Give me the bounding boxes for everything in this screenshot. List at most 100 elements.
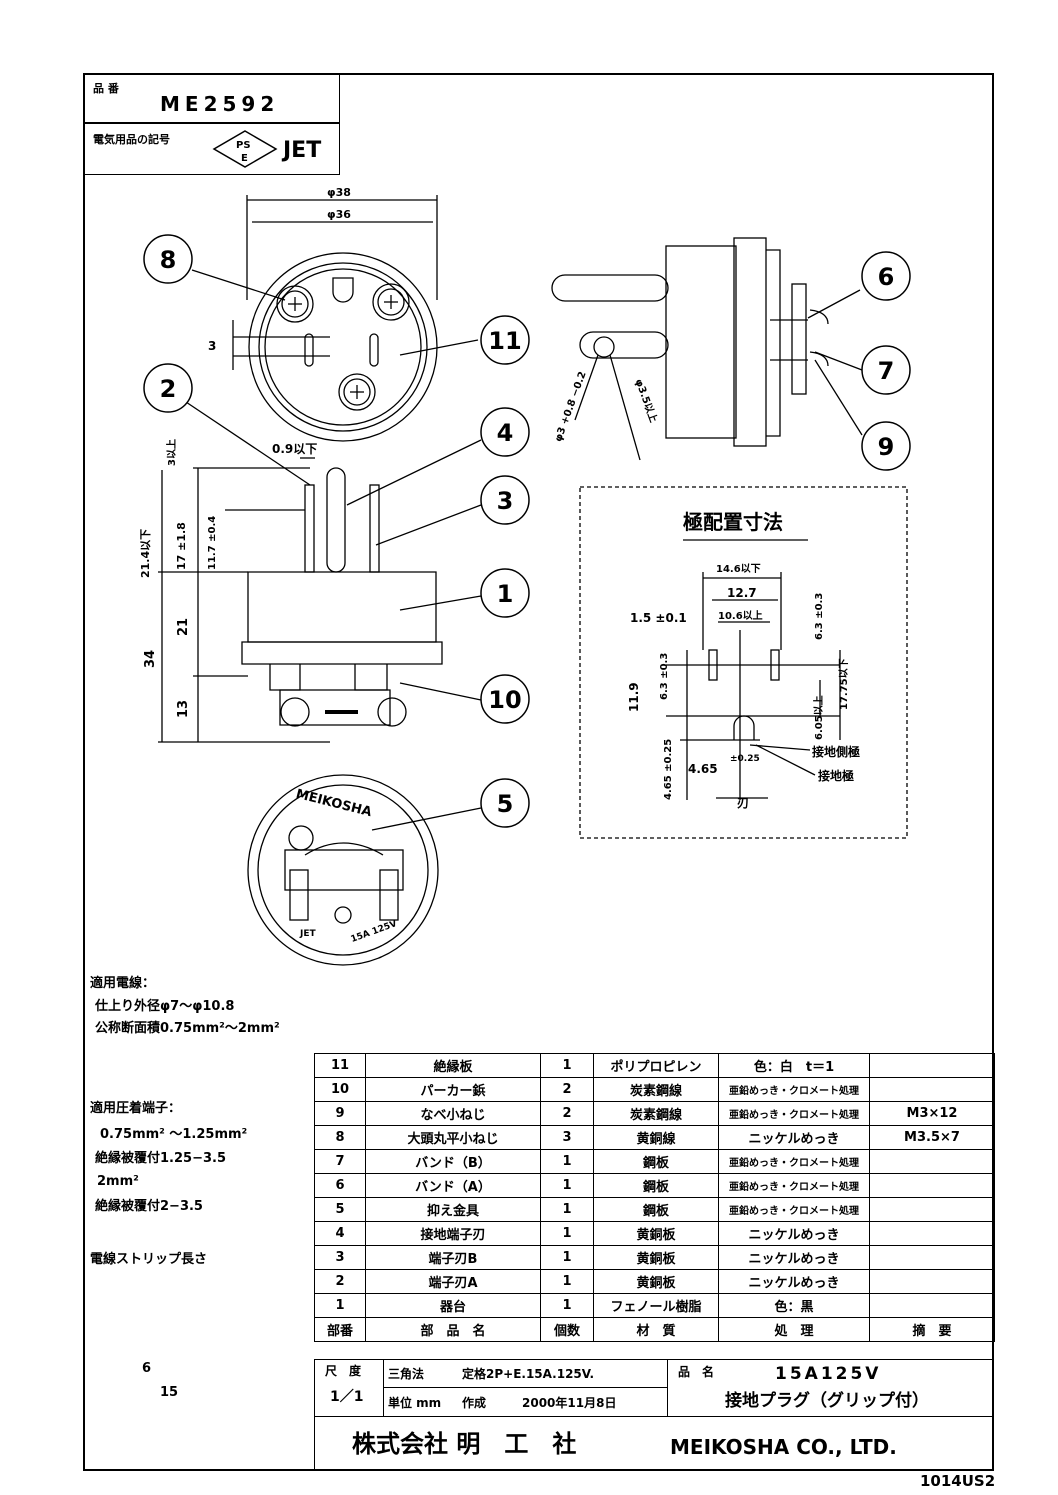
table-header-no: 部番 [314, 1317, 366, 1342]
table-header-material: 材 質 [593, 1317, 719, 1342]
table-cell-qty: 1 [540, 1053, 594, 1078]
table-cell-no: 4 [314, 1221, 366, 1246]
callout-2: 2 [143, 363, 193, 413]
screw-icon [372, 283, 410, 321]
table-cell-name: 接地端子刃 [365, 1221, 541, 1246]
dim-465-vert: 4.65 ±0.25 [663, 738, 674, 800]
table-cell-no: 6 [314, 1173, 366, 1198]
svg-text:E: E [241, 153, 248, 164]
table-cell-material: 黄銅線 [593, 1125, 719, 1150]
dim-hmax: 21.4以下 [139, 528, 152, 578]
jet-mark: JET [283, 138, 322, 163]
label-ground-pole: 接地極 [818, 769, 855, 783]
table-cell-name: 抑え金具 [365, 1197, 541, 1222]
table-cell-no: 11 [314, 1053, 366, 1078]
table-cell-remarks [869, 1053, 995, 1078]
svg-text:2: 2 [160, 375, 177, 403]
dim-w09: 0.9以下 [272, 442, 318, 456]
table-cell-qty: 1 [540, 1245, 594, 1270]
table-cell-material: フェノール樹脂 [593, 1293, 719, 1318]
callout-3: 3 [480, 475, 530, 525]
table-cell-no: 7 [314, 1149, 366, 1174]
table-cell-remarks: M3.5×7 [869, 1125, 995, 1150]
part-number-label: 品 番 [93, 82, 119, 95]
bottom-outer-circle [247, 774, 439, 966]
table-cell-treatment: 亜鉛めっき・クロメート処理 [718, 1149, 870, 1174]
svg-text:9: 9 [878, 433, 895, 461]
projection: 三角法 [388, 1367, 425, 1381]
company-en: MEIKOSHA CO., LTD. [670, 1435, 897, 1459]
strip-d15: 15 [160, 1385, 179, 1400]
terminal-line1: 0.75mm² 〜1.25mm² [100, 1127, 248, 1142]
table-cell-material: 鋼板 [593, 1197, 719, 1222]
table-cell-no: 8 [314, 1125, 366, 1150]
rating: 定格2P+E.15A.125V. [462, 1367, 595, 1381]
cable-line2: 公称断面積0.75mm²〜2mm² [95, 1021, 280, 1036]
product-name: 接地プラグ（グリップ付） [725, 1391, 929, 1411]
date: 2000年11月8日 [522, 1396, 617, 1410]
dim-3: 3 [208, 339, 217, 353]
table-cell-name: パーカー鋲 [365, 1077, 541, 1102]
terminal-title: 適用圧着端子： [90, 1101, 182, 1116]
table-cell-remarks [869, 1173, 995, 1198]
dim-d36: φ36 [327, 208, 351, 221]
pole-config-title: 極配置寸法 [683, 510, 783, 534]
dim-d38: φ38 [327, 186, 351, 199]
table-cell-name: 器台 [365, 1293, 541, 1318]
svg-text:5: 5 [497, 790, 514, 818]
table-cell-remarks [869, 1149, 995, 1174]
table-cell-remarks: M3×12 [869, 1101, 995, 1126]
dim-127: 12.7 [727, 586, 757, 600]
technical-drawing [158, 195, 908, 966]
svg-text:3: 3 [497, 487, 514, 515]
table-cell-name: 端子刃B [365, 1245, 541, 1270]
dim-h3: 3以上 [167, 439, 178, 466]
dim-h17: 17 ±1.8 [175, 522, 188, 570]
product-rating: 15A125V [775, 1364, 882, 1384]
table-header-remarks: 摘 要 [869, 1317, 995, 1342]
dim-h117: 11.7 ±0.4 [207, 515, 218, 570]
terminal-line2: 絶縁被覆付1.25−3.5 [95, 1151, 226, 1166]
svg-text:10: 10 [488, 686, 521, 714]
dim-h34: 34 [143, 649, 158, 668]
table-cell-name: 絶縁板 [365, 1053, 541, 1078]
table-header-qty: 個数 [540, 1317, 594, 1342]
table-cell-qty: 1 [540, 1221, 594, 1246]
table-cell-remarks [869, 1293, 995, 1318]
cable-line1: 仕上り外径φ7〜φ10.8 [95, 999, 235, 1014]
table-cell-material: 鋼板 [593, 1173, 719, 1198]
svg-text:6: 6 [878, 263, 895, 291]
svg-text:11: 11 [488, 327, 521, 355]
table-cell-remarks [869, 1245, 995, 1270]
company-box [314, 1416, 994, 1471]
table-cell-name: バンド（A） [365, 1173, 541, 1198]
table-cell-material: 黄銅板 [593, 1221, 719, 1246]
dim-1775: 17.75以下 [839, 658, 850, 710]
table-cell-treatment: 亜鉛めっき・クロメート処理 [718, 1101, 870, 1126]
table-cell-qty: 1 [540, 1149, 594, 1174]
table-cell-material: 黄銅板 [593, 1245, 719, 1270]
table-cell-qty: 2 [540, 1101, 594, 1126]
svg-text:4: 4 [497, 419, 514, 447]
dim-h21: 21 [176, 617, 191, 636]
table-cell-name: 端子刃A [365, 1269, 541, 1294]
table-cell-name: 大頭丸平小ねじ [365, 1125, 541, 1150]
table-cell-remarks [869, 1221, 995, 1246]
dim-63-left: 6.3 ±0.3 [659, 652, 670, 700]
table-cell-no: 9 [314, 1101, 366, 1126]
table-cell-material: ポリプロピレン [593, 1053, 719, 1078]
table-cell-treatment: ニッケルめっき [718, 1221, 870, 1246]
terminal-line3: 2mm² [97, 1174, 139, 1189]
callouts: 8 11 2 4 3 1 10 5 6 7 9 [143, 234, 911, 828]
part-number-box [83, 73, 340, 124]
table-header-treatment: 処 理 [718, 1317, 870, 1342]
table-cell-treatment: ニッケルめっき [718, 1125, 870, 1150]
table-cell-qty: 3 [540, 1125, 594, 1150]
